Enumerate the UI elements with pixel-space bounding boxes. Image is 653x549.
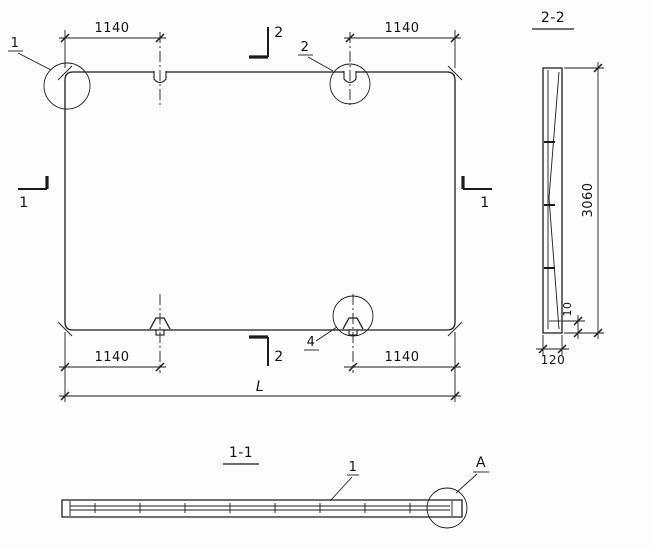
corner-ticks	[57, 65, 463, 337]
detail-callout-4: 4	[304, 295, 374, 351]
dimension-ticks	[60, 33, 460, 401]
detail-label-a: A	[476, 455, 486, 471]
section-mark-1-right-label: 1	[480, 195, 489, 211]
section-2-2-dimensions: 3060 10 120	[536, 62, 604, 367]
callout-label-1: 1	[349, 460, 358, 475]
detail-label-1: 1	[11, 36, 20, 51]
extension-lines	[64, 30, 456, 402]
section-2-2-view: 2-2 3060 10	[532, 10, 604, 367]
section-mark-2-top: 2	[249, 25, 283, 59]
dimension-lines	[59, 37, 461, 397]
section-1-1-callout-1: 1	[329, 460, 359, 502]
detail-label-2: 2	[301, 40, 310, 55]
section-2-2-reinforcement	[544, 70, 561, 330]
dim-section-height: 3060	[581, 182, 596, 217]
dim-section-edge: 10	[561, 302, 574, 317]
section-1-1-outline	[61, 499, 463, 518]
dim-section-width: 120	[541, 353, 565, 367]
dim-overall-length: L	[256, 379, 264, 395]
section-1-1-reinforcement	[69, 501, 453, 516]
detail-callout-2: 2	[298, 40, 371, 105]
detail-circle-4	[332, 295, 374, 337]
section-2-2-title: 2-2	[541, 10, 565, 26]
detail-circle-a	[426, 487, 468, 529]
section-2-2-outline	[542, 67, 563, 334]
dim-bottom-left: 1140	[94, 350, 129, 365]
detail-label-4: 4	[307, 335, 316, 350]
dim-bottom-right: 1140	[384, 350, 419, 365]
section-mark-2-top-label: 2	[274, 25, 283, 41]
detail-circle-2	[329, 63, 371, 105]
detail-callout-1: 1	[8, 36, 91, 110]
detail-callout-a: A	[426, 455, 489, 529]
section-1-1-title: 1-1	[229, 445, 253, 461]
plan-view: 1140 1140 1140 1140 L 2 2 1 1	[8, 21, 492, 402]
dim-top-right: 1140	[384, 21, 419, 36]
panel-outline	[64, 71, 456, 331]
section-1-1-view: 1-1 1 A	[61, 445, 489, 529]
section-mark-1-left: 1	[18, 176, 49, 211]
dim-top-left: 1140	[94, 21, 129, 36]
section-mark-1-right: 1	[461, 176, 492, 211]
section-mark-2-bottom: 2	[249, 335, 283, 366]
section-mark-1-left-label: 1	[19, 195, 28, 211]
centerlines	[159, 32, 354, 373]
detail-circle-1	[43, 62, 91, 110]
section-mark-2-bottom-label: 2	[274, 349, 283, 365]
